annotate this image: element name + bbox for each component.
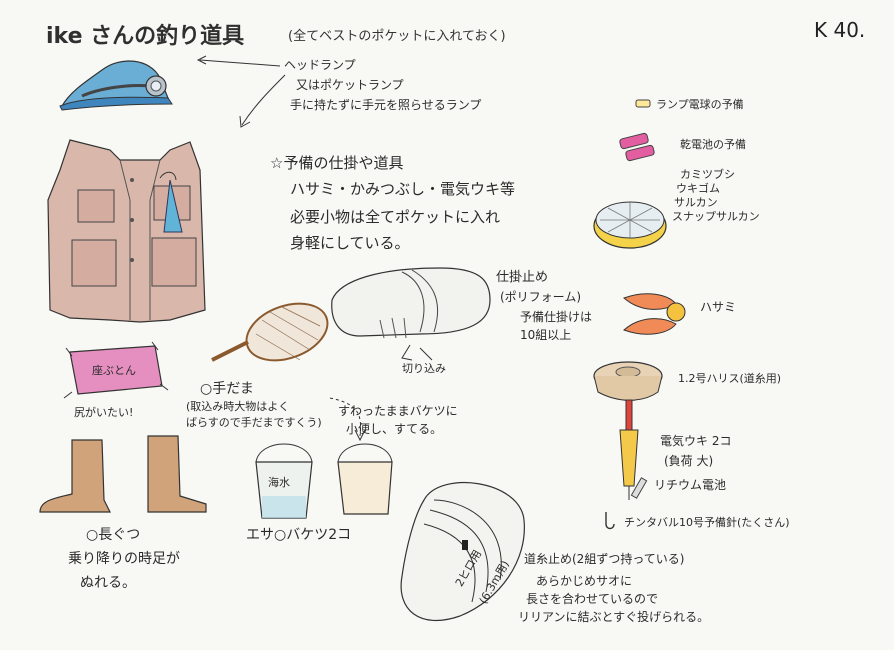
float-label-2: (負荷 大): [664, 454, 714, 468]
headlamp-label-3: 手に持たずに手元を照らせるランプ: [290, 98, 482, 112]
line-holder-line-2: あらかじめサオに: [536, 574, 633, 588]
spares-heading: ☆予備の仕掛や道具: [270, 154, 404, 172]
electric-float-drawing: [619, 399, 648, 500]
rig-holder-material: (ポリフォーム): [500, 290, 582, 304]
landing-net-title: ○手だま: [200, 381, 254, 397]
spares-line-3: 必要小物は全てポケットに入れ: [290, 208, 501, 226]
boots-line-2: ぬれる。: [80, 575, 136, 591]
rig-holder-line-4: 10組以上: [520, 328, 572, 342]
float-label-1: 電気ウキ 2コ: [660, 434, 732, 448]
buckets-drawing: [255, 443, 393, 519]
sinker-label-3: サルカン: [674, 196, 718, 209]
headlamp-cap-drawing: [59, 60, 173, 111]
harisu-spool-drawing: [593, 361, 663, 401]
cushion-label: 座ぶとん: [92, 364, 136, 377]
scissors-drawing: [623, 293, 686, 335]
sinker-label-2: ウキゴム: [676, 182, 720, 195]
hook-drawing: [605, 512, 615, 530]
fishing-vest-drawing: [47, 139, 206, 323]
headlamp-label-1: ヘッドランプ: [284, 58, 356, 72]
sinker-case-drawing: [593, 201, 667, 249]
rig-holder-title: 仕掛止め: [496, 270, 549, 285]
scissors-label: ハサミ: [700, 300, 737, 314]
rig-holder-line-3: 予備仕掛けは: [520, 310, 593, 324]
buckets-label: エサ○バケツ2コ: [246, 527, 352, 543]
lamp-bulb-label: ランプ電球の予備: [656, 98, 744, 111]
sinker-label-1: カミツブシ: [680, 168, 735, 181]
landing-net-line-1: (取込み時大物はよく: [186, 400, 290, 413]
rig-holder-drawing: [331, 267, 491, 339]
boots-title: ○長ぐつ: [86, 527, 141, 543]
float-label-3: リチウム電池: [654, 478, 727, 492]
hooks-label: チンタバル10号予備針(たくさん): [624, 516, 790, 529]
cushion-drawing: [63, 341, 169, 399]
boots-drawing: [39, 435, 207, 513]
spares-line-4: 身軽にしている。: [290, 234, 410, 252]
artist-signature: K 40.: [814, 18, 866, 42]
battery-drawing: [619, 132, 655, 162]
cushion-note: 尻がいたい!: [74, 406, 134, 419]
spares-line-2: ハサミ・かみつぶし・電気ウキ等: [290, 180, 516, 198]
headlamp-label-2: 又はポケットランプ: [296, 78, 404, 92]
bucket-tag: 海水: [268, 476, 290, 489]
landing-net-line-2: ばらすので手だまですくう): [186, 416, 322, 429]
spare-bulb-drawing: [635, 99, 651, 108]
buckets-note-1: すわったままバケツに: [338, 404, 458, 418]
landing-net-drawing: [211, 302, 329, 362]
line-holder-line-4: リリアンに結ぶとすぐ投げられる。: [518, 610, 710, 624]
line-holder-line-3: 長さを合わせているので: [526, 592, 659, 606]
boots-line-1: 乗り降りの時足が: [68, 551, 180, 567]
line-holder-title: 道糸止め(2組ずつ持っている): [524, 552, 685, 566]
page-title: ike さんの釣り道具: [46, 24, 245, 49]
battery-label: 乾電池の予備: [680, 138, 746, 151]
line-holder-drawing: [400, 481, 525, 621]
harisu-label: 1.2号ハリス(道糸用): [678, 372, 782, 385]
buckets-note-2: 小便し、すてる。: [346, 422, 443, 436]
rig-holder-cut-note: 切り込み: [402, 362, 446, 375]
sinker-label-4: スナップサルカン: [672, 210, 760, 223]
page-subtitle: (全てベストのポケットに入れておく): [288, 29, 506, 44]
